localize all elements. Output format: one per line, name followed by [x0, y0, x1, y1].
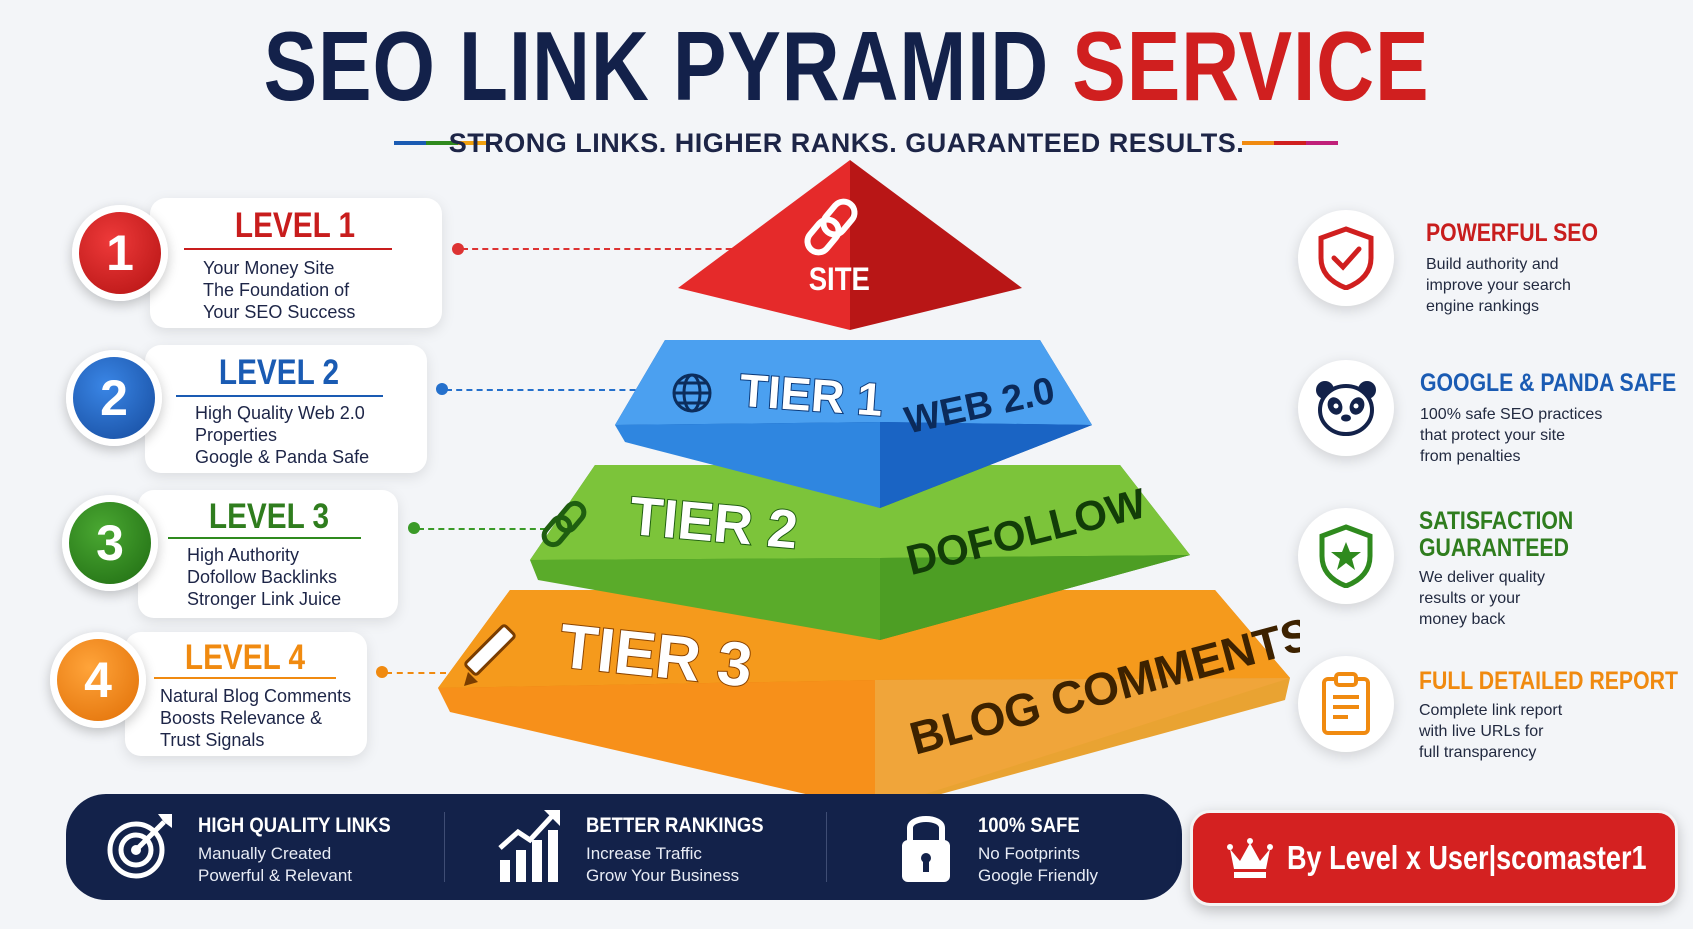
shield-check-icon: [1318, 226, 1374, 290]
feature-3-icon-circle: [1298, 508, 1394, 604]
site-apex: [678, 160, 1022, 330]
level-4-title: LEVEL 4: [184, 638, 306, 677]
level-4-dot: [376, 666, 388, 678]
subtitle-right-rule: [1242, 141, 1338, 145]
tier-1-label: TIER 1: [738, 364, 884, 426]
level-3-dot: [408, 522, 420, 534]
level-1-dot: [452, 243, 464, 255]
benefit-3-line-1: No Footprints: [978, 844, 1081, 863]
target-icon: [107, 814, 172, 879]
feature-2-title: GOOGLE & PANDA SAFE: [1420, 369, 1677, 397]
growth-chart-icon: [498, 810, 560, 882]
level-3-title: LEVEL 3: [208, 497, 330, 536]
tier-1-block: [615, 340, 1092, 508]
level-2-rule: [176, 395, 383, 397]
clipboard-icon: [1322, 672, 1370, 735]
level-2-connector: [446, 389, 656, 391]
level-4-rule: [154, 677, 336, 679]
benefit-2-title: BETTER RANKINGS: [586, 814, 764, 837]
benefit-1-line-2: Powerful & Relevant: [198, 866, 353, 885]
star-shield-icon: [1319, 524, 1373, 588]
globe-icon: [672, 373, 712, 413]
author-text: By Level x User|scomaster1: [1287, 839, 1647, 876]
level-2-badge: 2: [66, 350, 162, 446]
panda-icon: [1316, 381, 1376, 436]
benefit-2-line-1: Increase Traffic: [586, 844, 702, 863]
title-part1: SEO LINK PYRAMID: [263, 11, 1050, 121]
level-2-dot: [436, 383, 448, 395]
benefit-2-line-2: Grow Your Business: [586, 866, 740, 885]
page-title: SEO LINK PYRAMID SERVICE: [152, 14, 1540, 118]
bottom-benefits-bar: HIGH QUALITY LINKS Manually Created Powe…: [66, 794, 1182, 900]
benefit-3-line-2: Google Friendly: [978, 866, 1099, 885]
benefit-3-title: 100% SAFE: [978, 814, 1080, 837]
apex-label: SITE: [809, 262, 870, 297]
feature-1-title: POWERFUL SEO: [1426, 219, 1598, 247]
level-1-rule: [184, 248, 392, 250]
level-3-badge: 3: [62, 495, 158, 591]
benefit-1-title: HIGH QUALITY LINKS: [198, 814, 391, 837]
level-4-badge: 4: [50, 632, 146, 728]
link-pyramid: SITE TIER 1 WEB 2.0 TIER 2 DOFOLLOW TIER…: [438, 160, 1300, 810]
feature-2-icon-circle: [1298, 360, 1394, 456]
author-badge: By Level x User|scomaster1: [1190, 810, 1678, 906]
level-1-badge: 1: [72, 205, 168, 301]
feature-1-icon-circle: [1298, 210, 1394, 306]
level-1-connector: [462, 248, 752, 250]
level-3-rule: [168, 537, 361, 539]
benefit-1-line-1: Manually Created: [198, 844, 332, 863]
level-4-connector: [386, 672, 446, 674]
subtitle: STRONG LINKS. HIGHER RANKS. GUARANTEED R…: [448, 128, 1245, 158]
level-2-card: [145, 345, 427, 473]
subtitle-left-rule: [394, 141, 490, 145]
padlock-icon: [902, 816, 950, 882]
crown-icon: [1227, 838, 1273, 878]
tier-2-block: [530, 465, 1190, 640]
level-3-card: [138, 490, 398, 618]
title-part2: SERVICE: [1072, 11, 1430, 121]
level-4-card: [125, 632, 367, 756]
feature-4-icon-circle: [1298, 656, 1394, 752]
level-1-title: LEVEL 1: [234, 206, 356, 245]
level-2-title: LEVEL 2: [218, 353, 340, 392]
benefit-100-safe: 100% SAFE No Footprints Google Friendly: [900, 794, 1160, 900]
feature-3-title: SATISFACTION GUARANTEED: [1419, 507, 1574, 562]
level-3-connector: [418, 528, 546, 530]
level-1-card: [150, 198, 442, 328]
bottom-divider-2: [826, 812, 827, 882]
link-icon: [541, 500, 587, 548]
tier-3-block: [438, 590, 1290, 810]
pencil-icon: [464, 624, 516, 686]
apex-link-icon: [804, 198, 858, 256]
benefit-high-quality-links: HIGH QUALITY LINKS Manually Created Powe…: [106, 794, 466, 900]
feature-4-title: FULL DETAILED REPORT: [1419, 667, 1678, 695]
benefit-better-rankings: BETTER RANKINGS Increase Traffic Grow Yo…: [498, 794, 858, 900]
bottom-divider-1: [444, 812, 445, 882]
